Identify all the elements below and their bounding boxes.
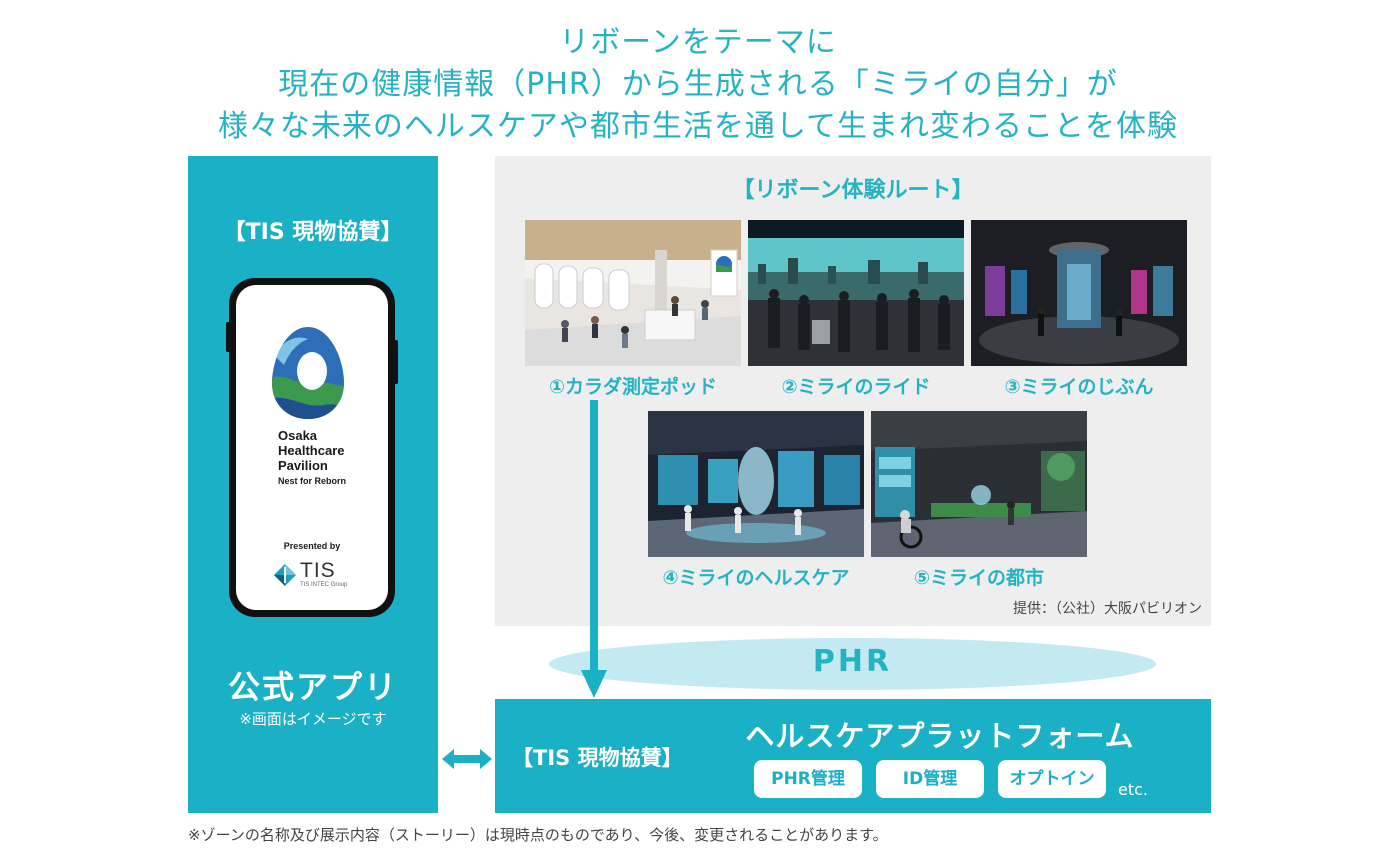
phr-management-chip: PHR管理 xyxy=(754,760,862,798)
headline-line-1: リボーンをテーマに xyxy=(559,25,837,60)
bidirectional-arrow-icon xyxy=(442,749,492,769)
official-app-label: 公式アプリ xyxy=(227,668,398,706)
phone-side-button xyxy=(226,322,230,352)
zone-2-photo xyxy=(748,220,964,366)
phr-ellipse xyxy=(549,638,1156,690)
zone-4-label: ④ミライのヘルスケア xyxy=(662,567,850,589)
zone-4-photo xyxy=(648,411,864,557)
tis-logo-icon xyxy=(274,564,296,586)
reborn-route-title: 【リボーン体験ルート】 xyxy=(732,178,974,203)
app-tagline: Nest for Reborn xyxy=(278,476,347,486)
platform-title: ヘルスケアプラットフォーム xyxy=(745,719,1135,753)
phone-side-button xyxy=(394,340,398,384)
footnote: ※ゾーンの名称及び展示内容（ストーリー）は現時点のものであり、今後、変更されるこ… xyxy=(188,826,888,844)
phr-label: PHR xyxy=(812,644,893,679)
etc-label: etc. xyxy=(1118,780,1148,799)
headline-line-3: 様々な未来のヘルスケアや都市生活を通して生まれ変わることを体験 xyxy=(217,109,1179,144)
platform-sponsor-label: 【TIS 現物協賛】 xyxy=(512,746,683,770)
app-name-line-3: Pavilion xyxy=(278,458,328,473)
app-name-line-1: Osaka xyxy=(278,428,318,443)
headline-line-2: 現在の健康情報（PHR）から生成される「ミライの自分」が xyxy=(278,67,1118,102)
zone-3-photo xyxy=(971,220,1187,366)
image-credit: 提供：（公社）大阪パビリオン xyxy=(1013,601,1202,617)
app-name-line-2: Healthcare xyxy=(278,443,345,458)
tis-group-name: TIS INTEC Group xyxy=(300,582,348,588)
zone-3-label: ③ミライのじぶん xyxy=(1004,376,1154,398)
opt-in-chip: オプトイン xyxy=(998,760,1106,798)
app-image-note: ※画面はイメージです xyxy=(239,710,387,728)
zone-1-label: ①カラダ測定ポッド xyxy=(548,376,718,398)
tis-brand-name: TIS xyxy=(300,559,336,582)
zone-5-photo xyxy=(871,411,1087,557)
pavilion-egg-logo-icon xyxy=(272,327,344,419)
down-arrow-icon xyxy=(581,400,607,698)
zone-5-label: ⑤ミライの都市 xyxy=(913,567,1045,589)
zone-2-label: ②ミライのライド xyxy=(781,376,931,398)
presented-by-label: Presented by xyxy=(283,541,341,551)
zone-1-photo xyxy=(525,220,741,366)
id-management-chip: ID管理 xyxy=(876,760,984,798)
app-sponsor-label: 【TIS 現物協賛】 xyxy=(223,220,403,245)
